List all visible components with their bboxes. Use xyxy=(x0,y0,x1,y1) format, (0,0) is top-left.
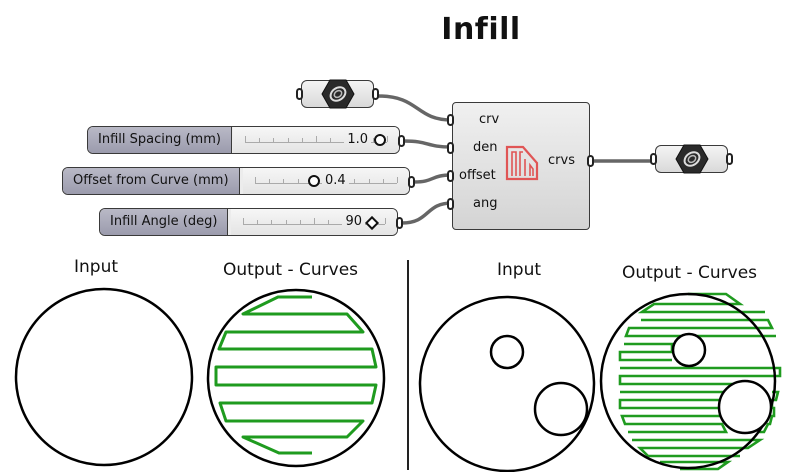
slider-tick xyxy=(372,138,374,142)
slider-infill-angle[interactable]: Infill Angle (deg) 90 xyxy=(99,208,398,236)
slider-tick xyxy=(385,218,386,224)
curve-param-output-port-in[interactable] xyxy=(650,153,657,165)
curve-param-output-port-out[interactable] xyxy=(726,153,733,165)
wire-den xyxy=(403,139,453,149)
slider-tick xyxy=(368,179,370,183)
slider-infill-angle-port[interactable] xyxy=(396,217,403,229)
slider-tick xyxy=(283,179,285,183)
slider-tick xyxy=(271,220,273,224)
component-port-ang[interactable] xyxy=(447,198,454,210)
slider-track[interactable]: 90 xyxy=(231,209,397,235)
slider-tick xyxy=(328,220,330,224)
slider-track[interactable]: 0.4 xyxy=(243,168,409,194)
slider-tick xyxy=(382,179,384,183)
slider-tick xyxy=(285,220,287,224)
slider-tick xyxy=(330,138,332,142)
example2-output-hole-small xyxy=(671,332,707,368)
example1-output-outline xyxy=(206,288,386,468)
divider xyxy=(407,260,409,470)
slider-tick xyxy=(243,218,244,224)
curve-param-icon xyxy=(674,144,709,174)
curve-param-input[interactable] xyxy=(301,79,374,109)
infill-icon xyxy=(505,145,539,181)
slider-grip[interactable] xyxy=(374,134,386,146)
slider-value: 1.0 xyxy=(344,127,371,152)
slider-tick xyxy=(255,177,256,183)
wire-crv xyxy=(377,94,453,122)
example2-input-outline xyxy=(418,295,596,472)
slider-tick xyxy=(316,136,317,142)
curve-param-output[interactable] xyxy=(655,144,728,174)
input-ang[interactable]: ang xyxy=(473,196,498,211)
curve-param-input-port-in[interactable] xyxy=(296,88,303,100)
slider-value: 0.4 xyxy=(322,168,349,193)
input-den[interactable]: den xyxy=(473,140,498,155)
example1-output-caption: Output - Curves xyxy=(223,260,359,280)
example1-input-caption: Input xyxy=(74,257,119,277)
example2-input-caption: Input xyxy=(497,260,542,280)
slider-track[interactable]: 1.0 xyxy=(233,127,399,153)
curve-param-icon xyxy=(320,79,355,109)
slider-value: 90 xyxy=(342,209,365,234)
input-offset[interactable]: offset xyxy=(459,168,496,183)
component-port-offset[interactable] xyxy=(447,170,454,182)
slider-tick xyxy=(273,138,275,142)
slider-tick xyxy=(287,138,289,142)
slider-grip[interactable] xyxy=(308,175,320,187)
component-port-crv[interactable] xyxy=(447,114,454,126)
page-title: Infill xyxy=(441,12,521,47)
curve-param-input-port-out[interactable] xyxy=(372,88,379,100)
slider-label: Infill Angle (deg) xyxy=(100,209,229,235)
slider-tick xyxy=(257,220,259,224)
example2-output-outline xyxy=(599,292,777,470)
output-crvs[interactable]: crvs xyxy=(548,153,575,168)
example1-input-outline xyxy=(14,287,194,467)
slider-infill-spacing-port[interactable] xyxy=(398,135,405,147)
example2-output-caption: Output - Curves xyxy=(622,263,758,283)
example2-output-hole-large xyxy=(717,379,773,435)
slider-offset-from-curve[interactable]: Offset from Curve (mm) 0.4 xyxy=(62,167,410,195)
slider-infill-spacing[interactable]: Infill Spacing (mm) 1.0 xyxy=(87,126,400,154)
example1-infill-path xyxy=(214,295,378,455)
slider-tick xyxy=(387,136,388,142)
slider-tick xyxy=(245,136,246,142)
wire-ang xyxy=(401,201,453,225)
slider-tick xyxy=(354,179,356,183)
slider-tick xyxy=(299,220,301,224)
infill-component[interactable]: crv den offset ang crvs xyxy=(452,102,590,230)
example2-input-hole-large xyxy=(533,381,589,437)
example2-input-hole-small xyxy=(489,334,525,370)
slider-label: Offset from Curve (mm) xyxy=(63,168,240,194)
slider-tick xyxy=(301,138,303,142)
slider-offset-from-curve-port[interactable] xyxy=(408,176,415,188)
example2-infill-lines xyxy=(618,292,782,471)
component-port-crvs[interactable] xyxy=(587,155,594,167)
component-port-den[interactable] xyxy=(447,142,454,154)
slider-tick xyxy=(297,179,299,183)
slider-tick xyxy=(397,177,398,183)
wires xyxy=(377,94,652,225)
slider-tick xyxy=(314,218,315,224)
slider-tick xyxy=(259,138,261,142)
slider-tick xyxy=(269,179,271,183)
slider-label: Infill Spacing (mm) xyxy=(88,127,232,153)
input-crv[interactable]: crv xyxy=(479,112,500,127)
